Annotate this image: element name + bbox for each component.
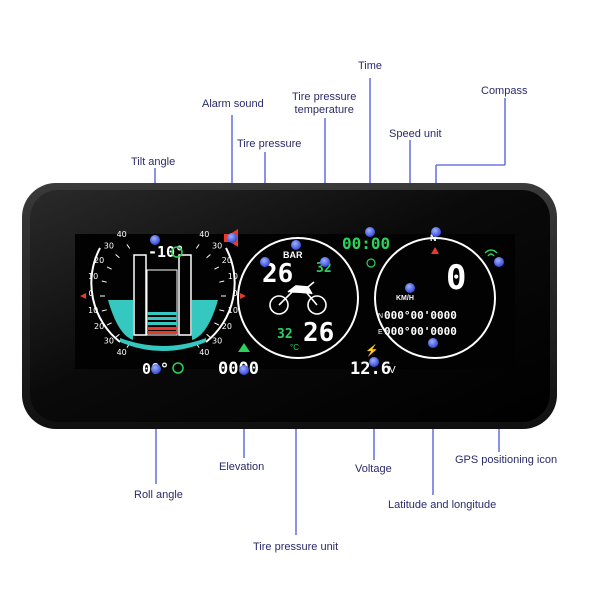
label-tpt-line2: temperature	[294, 104, 354, 116]
callout-dots	[150, 227, 504, 375]
tilt-scale-tick: 30	[212, 242, 222, 251]
time-value: 00:00	[342, 234, 390, 253]
tilt-scale-mark	[219, 280, 225, 283]
tilt-scale-tick: 10	[228, 306, 238, 315]
longitude-value: 000°00'0000	[384, 325, 457, 338]
tilt-scale-tick: 10	[88, 272, 98, 281]
label-roll-angle: Roll angle	[134, 489, 183, 501]
dot-tire-pressure	[260, 257, 270, 267]
label-gps-positioning-icon: GPS positioning icon	[455, 454, 558, 466]
tilt-scale-tick: 30	[104, 242, 114, 251]
tilt-scale-mark	[126, 244, 131, 249]
latitude-value: 000°00'0000	[384, 309, 457, 322]
temperature-unit: °C	[290, 343, 299, 352]
tire-pressure-unit: BAR	[283, 250, 303, 260]
compass-arrow-icon	[431, 247, 439, 254]
speed-panel: N 0 KM/H N 000°00'0000 E 000°00'0000	[374, 233, 498, 359]
tilt-scale-tick: 20	[94, 256, 104, 265]
label-tire-pressure: Tire pressure	[237, 138, 302, 150]
elevation-display: 0000	[218, 343, 259, 379]
tire-pressure-rear: 26	[303, 318, 334, 348]
tilt-scale-tick: 0	[88, 289, 93, 298]
device	[22, 183, 557, 429]
roll-icon	[172, 362, 184, 374]
tilt-scale-mark	[115, 333, 120, 338]
voltage-display: ⚡ 12.6 V	[350, 344, 396, 379]
dot-elevation	[239, 365, 249, 375]
label-tpt-line1: Tire pressure	[292, 91, 357, 103]
tilt-scale-mark	[214, 266, 220, 270]
dot-time	[365, 227, 375, 237]
mountain-icon	[238, 343, 250, 352]
latitude-prefix: N	[378, 313, 383, 320]
motorcycle-icon	[269, 281, 327, 315]
dot-gps	[494, 257, 504, 267]
label-latitude-longitude: Latitude and longitude	[388, 499, 497, 511]
tilt-icon	[171, 246, 183, 258]
label-alarm-sound: Alarm sound	[202, 98, 264, 110]
tilt-scale-mark	[106, 322, 112, 326]
label-time: Time	[358, 60, 383, 72]
clock-icon	[366, 258, 376, 268]
speed-value: 0	[446, 258, 466, 298]
label-compass: Compass	[481, 85, 528, 97]
tilt-scale-mark	[106, 266, 112, 270]
label-speed-unit: Speed unit	[389, 128, 442, 140]
voltage-unit: V	[389, 365, 396, 376]
tilt-scale-tick: 40	[199, 348, 209, 357]
tilt-scale-tick: 0	[232, 289, 237, 298]
speed-unit: KM/H	[396, 295, 414, 302]
tilt-angle-value: -10°	[148, 243, 184, 261]
tilt-scale-tick: 20	[222, 322, 232, 331]
dot-roll	[151, 364, 161, 374]
tire-temp-rear: 32	[277, 327, 293, 342]
tilt-scale-mark	[195, 244, 200, 249]
label-tilt-angle: Tilt angle	[131, 156, 176, 168]
tilt-bars	[147, 312, 177, 325]
elevation-value: 0000	[218, 359, 259, 379]
tilt-scale-mark	[115, 254, 120, 259]
tilt-scale-mark	[206, 333, 211, 338]
dot-tire-unit	[291, 240, 301, 250]
tilt-scale-tick: 10	[88, 306, 98, 315]
tilt-scale-tick: 40	[199, 230, 209, 239]
tilt-scale-mark	[206, 254, 211, 259]
label-elevation: Elevation	[219, 461, 265, 473]
lightning-icon: ⚡	[365, 344, 379, 357]
tilt-scale-mark	[101, 280, 107, 283]
tilt-scale-tick: 40	[117, 230, 127, 239]
longitude-prefix: E	[378, 329, 383, 336]
tilt-scale-mark	[219, 309, 225, 312]
tilt-scale-tick: 20	[222, 256, 232, 265]
dot-tire-temp	[320, 257, 330, 267]
tilt-scale-mark	[214, 322, 220, 326]
label-tire-pressure-temperature: Tire pressure temperature	[292, 91, 356, 117]
label-voltage: Voltage	[355, 463, 392, 475]
tilt-scale-mark	[101, 309, 107, 312]
compass-direction: N	[430, 233, 437, 243]
tilt-scale-tick: 10	[228, 272, 238, 281]
dot-voltage	[369, 357, 379, 367]
time-display: 00:00	[342, 234, 390, 268]
dot-latlon	[428, 338, 438, 348]
tilt-scale-tick: 30	[212, 337, 222, 346]
dot-tilt	[150, 235, 160, 245]
tilt-scale-tick: 20	[94, 322, 104, 331]
label-tire-pressure-unit: Tire pressure unit	[253, 541, 339, 553]
dot-compass	[431, 227, 441, 237]
dot-alarm	[227, 233, 237, 243]
tilt-scale-tick: 40	[117, 348, 127, 357]
gps-icon	[484, 249, 498, 257]
tilt-scale-tick: 30	[104, 337, 114, 346]
dot-speed-unit	[405, 283, 415, 293]
voltage-value: 12.6	[350, 359, 391, 379]
